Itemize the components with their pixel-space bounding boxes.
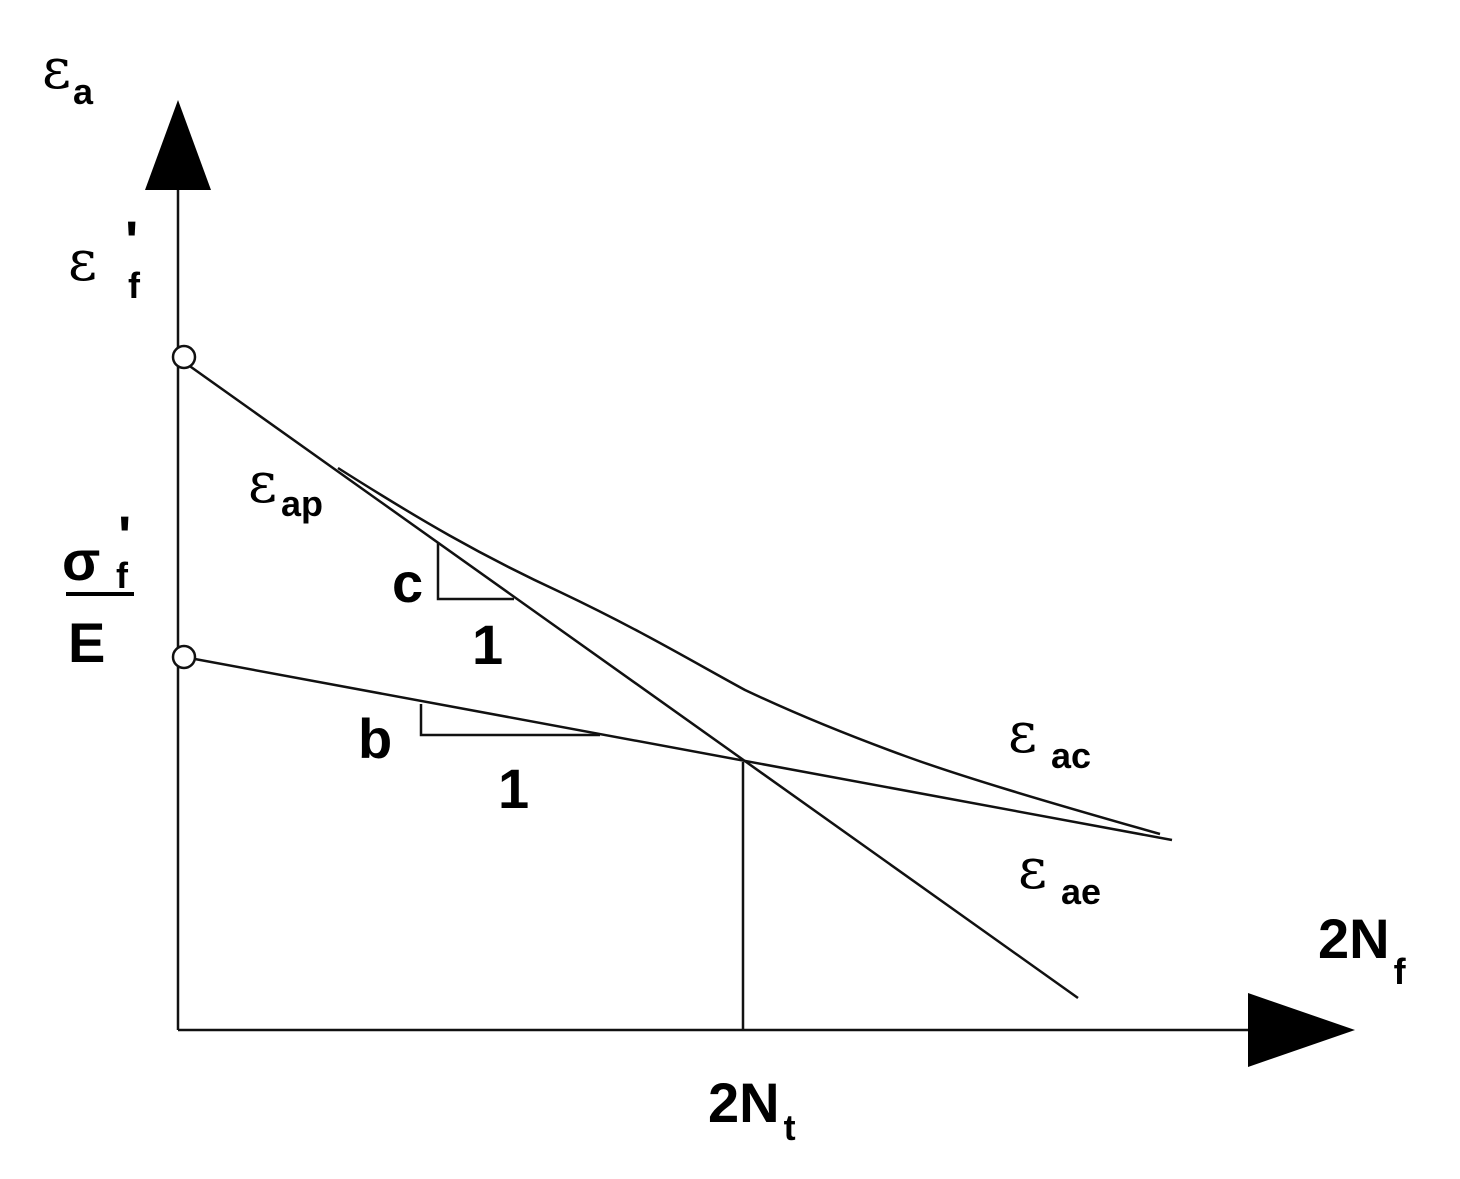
elastic-curve-label-sub: ae (1061, 871, 1101, 912)
elastic-slope-triangle (419, 704, 600, 737)
elastic-intercept-prime: ' (118, 504, 131, 567)
total-curve-label-sub: ac (1051, 735, 1091, 776)
elastic-slope-rise-label: b (358, 707, 392, 770)
plastic-intercept-sub: f (128, 265, 141, 306)
plastic-slope-run-label: 1 (472, 613, 503, 676)
plastic-slope-rise-label: c (392, 551, 423, 614)
total-strain-curve (337, 466, 1161, 836)
x-axis-label-main: 2N (1318, 907, 1390, 970)
plastic-strain-line (183, 360, 1079, 1000)
y-axis-arrowhead (145, 100, 211, 190)
x-axis-label-sub: f (1394, 951, 1407, 992)
transition-life-label-sub: t (784, 1107, 796, 1148)
plastic-intercept-marker (171, 344, 197, 370)
total-curve-label-main: ε (1008, 701, 1037, 766)
plastic-intercept-main: ε (68, 229, 97, 294)
plastic-intercept-prime: ' (125, 209, 138, 272)
plastic-curve-label-main: ε (248, 451, 277, 516)
elastic-slope-run-label: 1 (498, 757, 529, 820)
plastic-curve-label-sub: ap (281, 483, 323, 524)
elastic-strain-line (183, 655, 1173, 842)
x-axis-arrowhead (1248, 993, 1355, 1067)
transition-life-label-main: 2N (708, 1071, 780, 1134)
elastic-intercept-denominator: E (68, 611, 105, 674)
plastic-slope-triangle (436, 542, 514, 601)
elastic-intercept-sub: f (116, 555, 129, 596)
elastic-intercept-marker (171, 644, 197, 670)
y-axis-label-main: ε (42, 37, 71, 102)
y-axis-label: εa (42, 37, 94, 112)
y-axis-label-sub: a (73, 71, 94, 112)
elastic-curve-label-main: ε (1018, 837, 1047, 902)
plastic-intercept-label: ε (68, 229, 97, 294)
x-axis-label: 2Nf (1318, 907, 1407, 992)
elastic-intercept-numerator: σ (62, 529, 100, 592)
